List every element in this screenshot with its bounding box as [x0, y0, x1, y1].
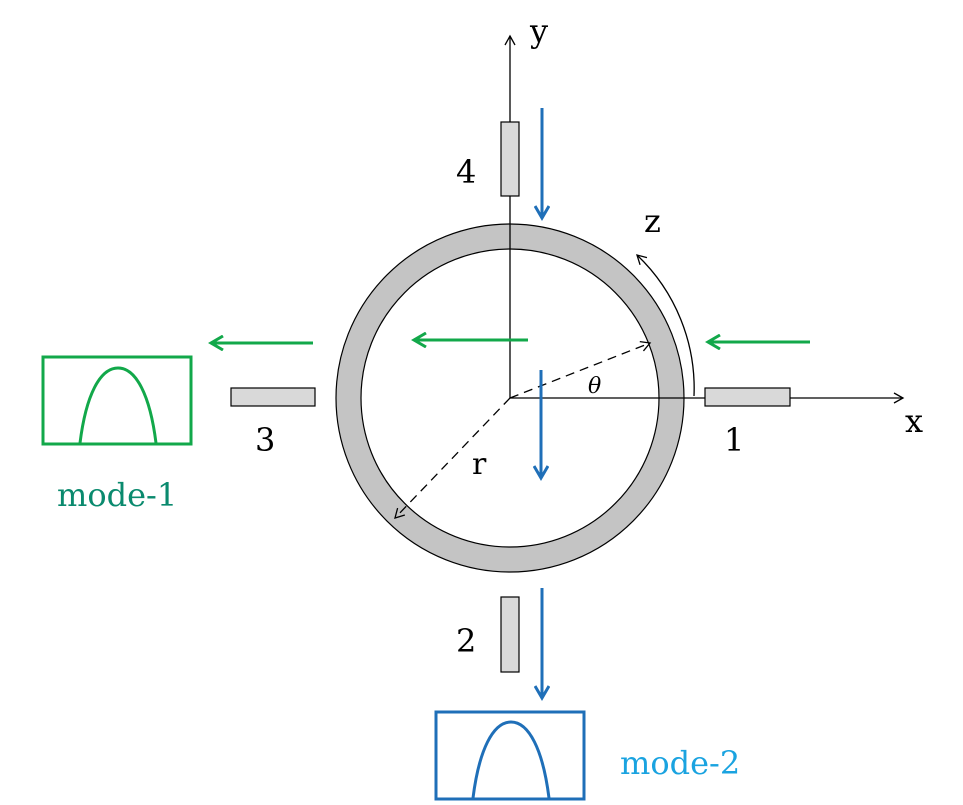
x-axis-label: x [905, 402, 923, 440]
r-label: r [472, 447, 487, 482]
mode-2-label: mode-2 [620, 744, 740, 782]
mode-1-profile [41, 355, 193, 446]
theta-label: θ [588, 374, 601, 399]
port-4-label: 4 [456, 153, 476, 191]
port-1-label: 1 [724, 421, 744, 459]
port-1-block [704, 387, 791, 407]
r-radius-line [394, 397, 511, 519]
z-direction-arc [636, 254, 695, 397]
mode-2-profile [434, 710, 586, 801]
port-4-block [500, 121, 520, 197]
theta-radius-line [509, 340, 652, 399]
port-3-label: 3 [255, 421, 275, 459]
y-axis-label: y [529, 12, 548, 50]
port-3-block [230, 387, 316, 407]
mode-1-label: mode-1 [57, 476, 177, 514]
z-label: z [644, 202, 661, 240]
port-2-block [500, 596, 520, 673]
port-2-label: 2 [456, 622, 476, 660]
